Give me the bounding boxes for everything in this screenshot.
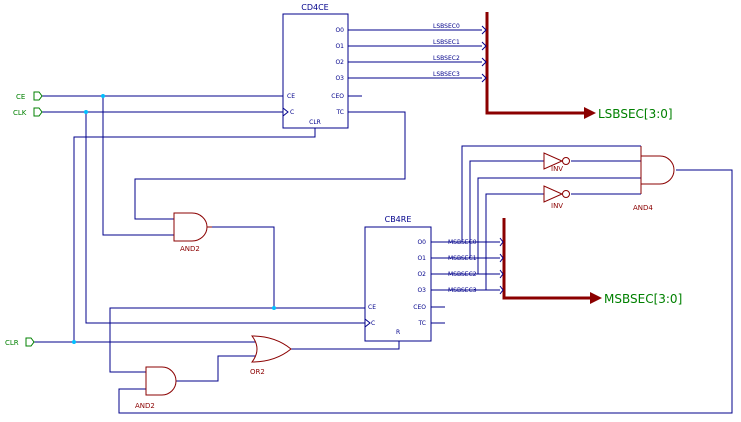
and2-top-label: AND2 [180, 245, 200, 253]
inv2-gate[interactable]: INV [543, 185, 570, 210]
cd4ce-pin-o1: O1 [335, 43, 344, 50]
port-ce-label: CE [16, 93, 25, 101]
wire-tc-to-and2-top [134, 111, 406, 220]
wires [34, 29, 733, 414]
cb4re-title: CB4RE [385, 215, 412, 224]
wire-and4-feedback [118, 169, 733, 414]
cd4ce-pin-o3: O3 [335, 75, 344, 82]
cd4ce-pin-o0: O0 [335, 27, 344, 34]
buses [485, 12, 590, 300]
wire-and2-to-cb4re-ce [208, 226, 365, 309]
cd4ce-pin-ce: CE [287, 93, 295, 100]
junction-clr [72, 340, 76, 344]
wire-tap-msb1 [469, 160, 544, 258]
clock-triangle-icon [364, 318, 371, 328]
cd4ce-block[interactable]: CD4CE O0 O1 O2 O3 CEO TC CE C CLR [282, 3, 349, 129]
wire-tap-msb2 [477, 177, 641, 274]
wire-clk-to-cb4re [85, 112, 365, 324]
wire-ce-to-and2-bottom [109, 307, 274, 373]
cd4ce-pin-o2: O2 [335, 59, 344, 66]
inv1-label: INV [551, 165, 563, 173]
clock-triangle-icon [282, 107, 289, 117]
junctions [72, 94, 276, 344]
junction-ce-msb [272, 306, 276, 310]
net-label-lsbsec1: LSBSEC1 [433, 39, 460, 46]
bus-lsbsec-arrow [584, 107, 596, 119]
cb4re-block[interactable]: CB4RE O0 O1 O2 O3 CEO TC CE C R [364, 215, 432, 342]
and2-bottom-gate[interactable]: AND2 [135, 366, 177, 410]
port-ce[interactable]: CE [16, 91, 43, 101]
cb4re-pin-r: R [396, 329, 400, 336]
cb4re-pin-o1: O1 [417, 255, 426, 262]
bus-msbsec [502, 218, 590, 300]
or2-gate[interactable]: OR2 [250, 335, 292, 376]
net-label-msbsec1: MSBSEC1 [448, 255, 477, 262]
bus-entries [481, 25, 504, 295]
wire-cd4ce-clr [73, 128, 316, 342]
port-clr-label: CLR [5, 339, 19, 347]
net-label-msbsec3: MSBSEC3 [448, 287, 477, 294]
wire-ce-to-and2-top [102, 96, 174, 236]
cb4re-pin-c: C [371, 320, 375, 327]
port-clr[interactable]: CLR [5, 337, 35, 347]
and2-top-gate[interactable]: AND2 [173, 212, 212, 253]
inverter-bubble-icon [562, 157, 570, 165]
inv1-gate[interactable]: INV [543, 152, 570, 173]
junction-ce [101, 94, 105, 98]
cb4re-pin-o0: O0 [417, 239, 426, 246]
bus-label-msbsec: MSBSEC[3:0] [604, 292, 682, 306]
bus-lsbsec [485, 12, 584, 115]
net-label-msbsec0: MSBSEC0 [448, 239, 477, 246]
cb4re-pin-o2: O2 [417, 271, 426, 278]
wire-or2-to-cb4re-r [291, 341, 400, 350]
bus-label-lsbsec: LSBSEC[3:0] [598, 107, 673, 121]
cd4ce-pin-tc: TC [335, 109, 344, 116]
cd4ce-pin-ceo: CEO [331, 93, 344, 100]
cb4re-pin-tc: TC [417, 320, 426, 327]
inverter-bubble-icon [562, 190, 570, 198]
wire-tap-msb3 [485, 193, 544, 290]
port-clk-label: CLK [13, 109, 27, 117]
junction-clk [84, 110, 88, 114]
port-clk[interactable]: CLK [13, 107, 43, 117]
net-label-lsbsec3: LSBSEC3 [433, 71, 460, 78]
wire-tap-msb0 [461, 145, 641, 242]
cb4re-pin-o3: O3 [417, 287, 426, 294]
net-label-msbsec2: MSBSEC2 [448, 271, 477, 278]
cb4re-pin-ceo: CEO [413, 304, 426, 311]
or2-label: OR2 [250, 368, 265, 376]
and2-bottom-label: AND2 [135, 402, 155, 410]
cb4re-pin-ce: CE [368, 304, 376, 311]
and4-label: AND4 [633, 204, 653, 212]
cd4ce-pin-clr: CLR [309, 119, 321, 126]
net-label-lsbsec0: LSBSEC0 [433, 23, 460, 30]
wire-and2-bottom-to-or2 [176, 355, 256, 382]
cd4ce-title: CD4CE [301, 3, 328, 12]
inv2-label: INV [551, 202, 563, 210]
and4-gate[interactable]: AND4 [633, 146, 675, 212]
net-label-lsbsec2: LSBSEC2 [433, 55, 460, 62]
cd4ce-pin-c: C [290, 109, 294, 116]
bus-msbsec-arrow [590, 292, 602, 304]
